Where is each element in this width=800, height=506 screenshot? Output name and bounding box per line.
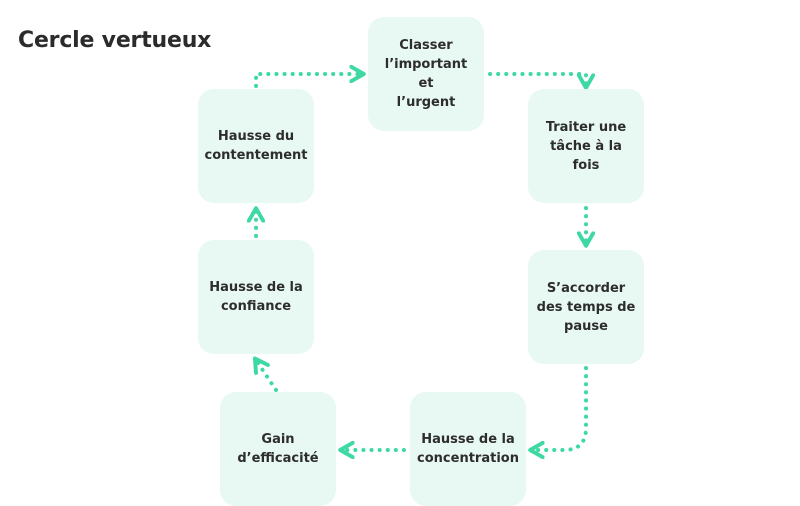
arrow-efficacite-to-confiance — [256, 360, 278, 392]
arrow-pause-to-concentration — [532, 366, 588, 450]
arrow-contentement-to-classer — [254, 74, 362, 88]
diagram-title: Cercle vertueux — [18, 28, 212, 53]
arrow-classer-to-traiter — [488, 72, 586, 86]
